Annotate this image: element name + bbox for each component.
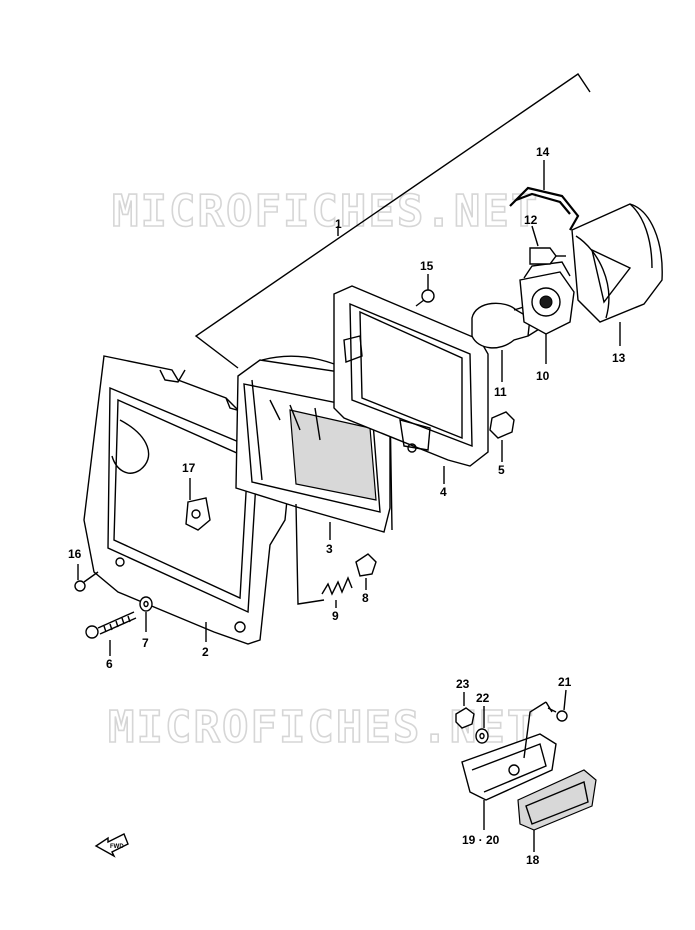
- reflector-18: [517, 769, 597, 831]
- label-22: 22: [476, 691, 490, 705]
- label-23: 23: [456, 677, 470, 691]
- watermark-top: MICROFICHES.NET: [112, 186, 539, 237]
- wire-spring-clip: [509, 186, 580, 231]
- label-10: 10: [536, 369, 550, 383]
- adjuster-spring-9: [295, 503, 353, 605]
- washer-7: [139, 596, 153, 612]
- label-21: 21: [558, 675, 572, 689]
- washer-22: [475, 728, 489, 744]
- fwd-label: FWD: [110, 844, 124, 850]
- side-marker-lamp: [461, 733, 557, 801]
- label-19-20: 19 · 20: [462, 833, 500, 847]
- label-6: 6: [106, 657, 113, 671]
- watermark-bottom: MICROFICHES.NET: [108, 702, 535, 753]
- assembly-1-bracket: [194, 73, 591, 369]
- label-18: 18: [526, 853, 540, 867]
- label-7: 7: [142, 636, 149, 650]
- label-5: 5: [498, 463, 505, 477]
- label-12: 12: [524, 213, 538, 227]
- position-bulb: [529, 247, 566, 265]
- label-16: 16: [68, 547, 82, 561]
- cap-8: [355, 553, 377, 588]
- label-3: 3: [326, 542, 333, 556]
- label-13: 13: [612, 351, 626, 365]
- leader-lines: [77, 160, 621, 852]
- adjuster-nut-17: [185, 497, 211, 531]
- label-14: 14: [536, 145, 550, 159]
- label-9: 9: [332, 609, 339, 623]
- label-1: 1: [335, 217, 342, 231]
- bulb-socket: [519, 261, 575, 335]
- bolt-6: [85, 611, 137, 639]
- part-labels: 1 2 3 4 5 6 7 8 9 10 11 12 13 14 15 16 1…: [68, 145, 626, 867]
- mounting-frame: [333, 285, 489, 467]
- screw-21: [523, 701, 568, 759]
- nut-5: [489, 411, 515, 452]
- fwd-arrow-icon: FWD: [94, 833, 129, 858]
- screw-16: [74, 571, 99, 592]
- label-17: 17: [182, 461, 196, 475]
- label-2: 2: [202, 645, 209, 659]
- dust-cover: [571, 203, 663, 323]
- label-11: 11: [494, 385, 507, 399]
- screw-15: [415, 278, 435, 307]
- nut-23: [455, 707, 475, 729]
- label-4: 4: [440, 485, 447, 499]
- label-8: 8: [362, 591, 369, 605]
- label-15: 15: [420, 259, 434, 273]
